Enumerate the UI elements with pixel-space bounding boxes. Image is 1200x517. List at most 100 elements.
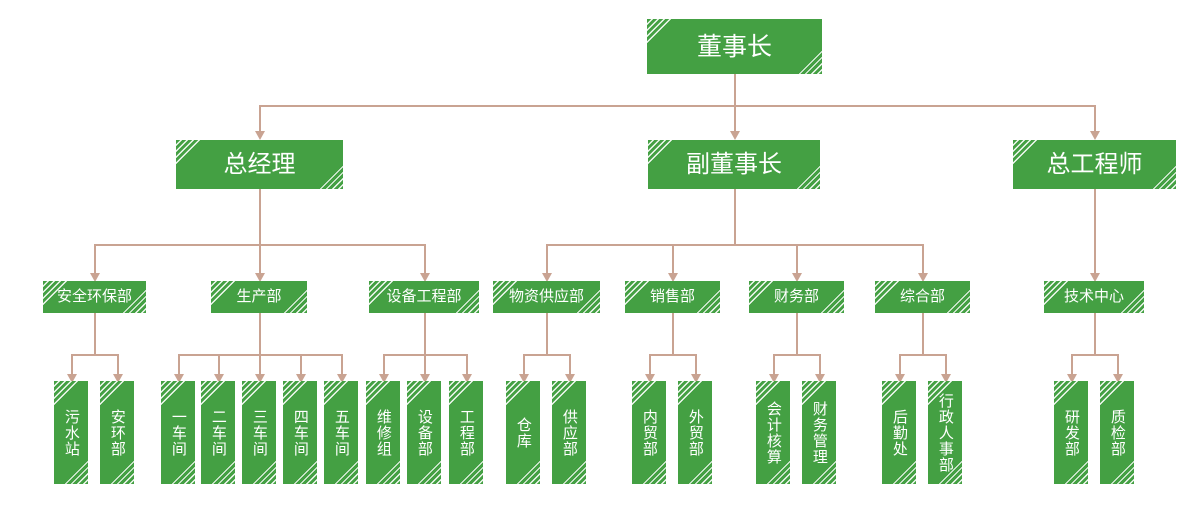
arrow-chief-engineer xyxy=(1090,131,1100,140)
node-equipment-engineering-dept-label: 设备工程部 xyxy=(386,287,462,306)
connector-drop-foreign-trade-dept xyxy=(695,354,697,376)
node-workshop-2[interactable]: 二车间 xyxy=(201,381,235,484)
connector-equipment-stem xyxy=(424,313,426,355)
node-finance-dept[interactable]: 财务部 xyxy=(749,281,844,313)
connector-drop-safety-env-section xyxy=(117,354,119,376)
node-supply-section[interactable]: 供应部 xyxy=(552,381,586,484)
arrow-maintenance-team xyxy=(379,374,389,383)
connector-drop-sales-dept xyxy=(672,244,674,275)
node-workshop-4[interactable]: 四车间 xyxy=(283,381,317,484)
arrow-foreign-trade-dept xyxy=(691,374,701,383)
node-maintenance-team[interactable]: 维修组 xyxy=(366,381,400,484)
connector-drop-domestic-trade-dept xyxy=(649,354,651,376)
node-safety-env-section-label: 安环部 xyxy=(108,408,127,457)
node-safety-env-section[interactable]: 安环部 xyxy=(100,381,134,484)
connector-drop-workshop-5 xyxy=(341,354,343,376)
node-financial-management[interactable]: 财务管理 xyxy=(802,381,836,484)
connector-affairs-stem xyxy=(922,313,924,355)
node-technology-center[interactable]: 技术中心 xyxy=(1044,281,1144,313)
node-technology-center-label: 技术中心 xyxy=(1063,287,1124,306)
node-rd-dept[interactable]: 研发部 xyxy=(1054,381,1088,484)
arrow-sales-dept xyxy=(668,273,678,282)
node-chief-engineer[interactable]: 总工程师 xyxy=(1013,140,1176,189)
connector-drop-wastewater-station xyxy=(71,354,73,376)
connector-drop-workshop-3 xyxy=(259,354,261,376)
connector-drop-accounting xyxy=(773,354,775,376)
arrow-admin-hr-dept xyxy=(941,374,951,383)
connector-affairs-bar xyxy=(899,354,945,356)
connector-sales-stem xyxy=(672,313,674,355)
arrow-safety-environment-dept xyxy=(90,273,100,282)
connector-tech-stem xyxy=(1094,313,1096,355)
node-vice-chairman-label: 副董事长 xyxy=(686,150,782,179)
node-rd-dept-label: 研发部 xyxy=(1062,408,1081,457)
node-production-dept[interactable]: 生产部 xyxy=(211,281,307,313)
connector-finance-stem xyxy=(796,313,798,355)
node-domestic-trade-dept[interactable]: 内贸部 xyxy=(632,381,666,484)
arrow-financial-management xyxy=(815,374,825,383)
connector-finance-bar xyxy=(773,354,819,356)
connector-drop-warehouse xyxy=(523,354,525,376)
node-workshop-1-label: 一车间 xyxy=(169,408,188,457)
connector-drop-supply-section xyxy=(569,354,571,376)
node-quality-inspection-dept-label: 质检部 xyxy=(1108,408,1127,457)
connector-production-stem xyxy=(259,313,261,355)
connector-vc-stem xyxy=(734,189,736,245)
connector-drop-maintenance-team xyxy=(383,354,385,376)
arrow-general-affairs-dept xyxy=(918,273,928,282)
arrow-engineering-section xyxy=(462,374,472,383)
connector-drop-material-supply-dept xyxy=(546,244,548,275)
connector-drop-general-affairs-dept xyxy=(922,244,924,275)
node-engineering-section[interactable]: 工程部 xyxy=(449,381,483,484)
node-safety-environment-dept[interactable]: 安全环保部 xyxy=(43,281,146,313)
arrow-wastewater-station xyxy=(67,374,77,383)
node-workshop-3[interactable]: 三车间 xyxy=(242,381,276,484)
node-equipment-section-label: 设备部 xyxy=(415,408,434,457)
connector-supply-stem xyxy=(546,313,548,355)
node-chairman-label: 董事长 xyxy=(696,31,772,61)
node-workshop-5[interactable]: 五车间 xyxy=(324,381,358,484)
node-engineering-section-label: 工程部 xyxy=(457,408,476,457)
node-equipment-engineering-dept[interactable]: 设备工程部 xyxy=(369,281,479,313)
node-logistics-office-label: 后勤处 xyxy=(890,408,909,457)
node-logistics-office[interactable]: 后勤处 xyxy=(882,381,916,484)
connector-drop-logistics-office xyxy=(899,354,901,376)
connector-level2-bar xyxy=(259,105,1094,107)
node-vice-chairman[interactable]: 副董事长 xyxy=(648,140,820,189)
node-workshop-1[interactable]: 一车间 xyxy=(161,381,195,484)
node-accounting[interactable]: 会计核算 xyxy=(756,381,790,484)
arrow-material-supply-dept xyxy=(542,273,552,282)
connector-safety-bar xyxy=(71,354,117,356)
node-admin-hr-dept-label: 行政人事部 xyxy=(936,392,955,473)
node-general-manager-label: 总经理 xyxy=(223,150,296,179)
node-warehouse-label: 仓库 xyxy=(514,416,533,449)
node-general-affairs-dept[interactable]: 综合部 xyxy=(875,281,970,313)
arrow-technology-center xyxy=(1090,273,1100,282)
node-production-dept-label: 生产部 xyxy=(236,287,282,306)
node-warehouse[interactable]: 仓库 xyxy=(506,381,540,484)
node-material-supply-dept[interactable]: 物资供应部 xyxy=(493,281,600,313)
node-sales-dept[interactable]: 销售部 xyxy=(625,281,720,313)
node-admin-hr-dept[interactable]: 行政人事部 xyxy=(928,381,962,484)
node-foreign-trade-dept[interactable]: 外贸部 xyxy=(678,381,712,484)
connector-drop-engineering-section xyxy=(466,354,468,376)
node-workshop-3-label: 三车间 xyxy=(250,408,269,457)
node-equipment-section[interactable]: 设备部 xyxy=(407,381,441,484)
arrow-workshop-5 xyxy=(337,374,347,383)
connector-drop-vice-chairman xyxy=(734,105,736,133)
arrow-logistics-office xyxy=(895,374,905,383)
arrow-workshop-3 xyxy=(255,374,265,383)
node-quality-inspection-dept[interactable]: 质检部 xyxy=(1100,381,1134,484)
connector-ce-stem xyxy=(1094,189,1096,275)
node-wastewater-station[interactable]: 污水站 xyxy=(54,381,88,484)
node-sales-dept-label: 销售部 xyxy=(649,287,695,306)
connector-chairman-stem xyxy=(734,74,736,106)
node-maintenance-team-label: 维修组 xyxy=(374,408,393,457)
node-accounting-label: 会计核算 xyxy=(764,400,783,465)
node-foreign-trade-dept-label: 外贸部 xyxy=(686,408,705,457)
node-chairman[interactable]: 董事长 xyxy=(647,19,822,74)
arrow-equipment-engineering-dept xyxy=(420,273,430,282)
node-general-manager[interactable]: 总经理 xyxy=(176,140,343,189)
node-workshop-4-label: 四车间 xyxy=(291,408,310,457)
node-wastewater-station-label: 污水站 xyxy=(62,408,81,457)
